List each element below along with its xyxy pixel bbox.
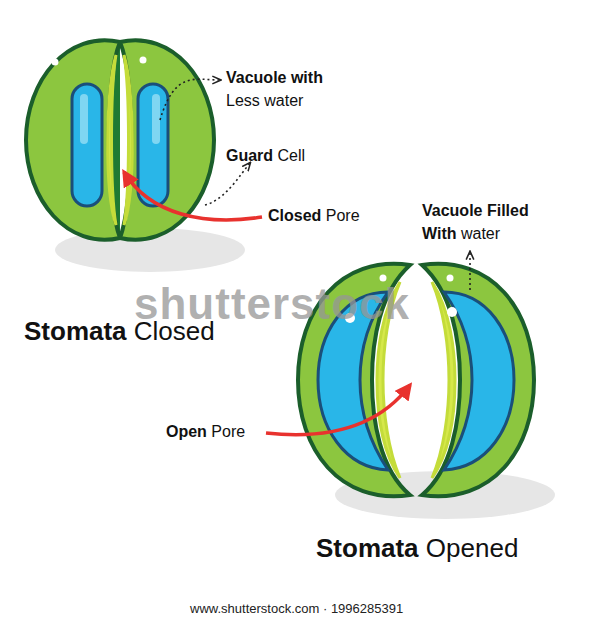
diagram-title: Stomata Opened: [316, 530, 518, 568]
label-word: water: [461, 225, 500, 242]
callout-label: Vacuole with Less water: [226, 66, 323, 112]
label-word: Pore: [211, 423, 245, 440]
label-word: Filled: [487, 202, 529, 219]
watermark: www.shutterstock.com · 1996285391: [190, 600, 403, 619]
cell-wall-highlight: [124, 55, 132, 225]
leader-line: [160, 79, 220, 120]
label-word: shutterstock: [134, 279, 410, 328]
vacuole: [72, 84, 102, 206]
highlight-dot: [447, 307, 457, 317]
pointer-arrow: [124, 172, 262, 220]
leader-line: [205, 163, 250, 205]
label-word: Guard: [226, 147, 278, 164]
label-word: Cell: [278, 147, 306, 164]
callout-label: Open Pore: [166, 420, 245, 443]
watermark: shutterstock: [134, 272, 410, 336]
label-word: Opened: [426, 533, 519, 563]
closed-stoma: [26, 40, 214, 240]
callout-label: Vacuole Filled With water: [422, 199, 529, 245]
label-word: with: [291, 69, 323, 86]
guard-cell: [422, 264, 534, 496]
label-word: Vacuole: [422, 202, 487, 219]
label-word: Pore: [326, 207, 360, 224]
callout-label: Closed Pore: [268, 204, 360, 227]
guard-cell: [26, 40, 120, 240]
label-word: water: [264, 92, 303, 109]
highlight-dot: [447, 275, 454, 282]
vacuole: [138, 84, 168, 206]
callout-label: Guard Cell: [226, 144, 305, 167]
vacuole-highlight: [152, 94, 160, 144]
label-word: www.shutterstock.com: [190, 601, 323, 616]
guard-cell-body: [26, 40, 120, 240]
label-word: Closed: [268, 207, 326, 224]
cell-wall-highlight: [108, 55, 116, 225]
pointer-arrow: [266, 385, 410, 435]
label-word: Open: [166, 423, 211, 440]
label-word: 1996285391: [331, 601, 403, 616]
label-word: With: [422, 225, 461, 242]
label-word: Stomata: [316, 533, 426, 563]
highlight-dot: [52, 59, 59, 66]
highlight-dot: [140, 57, 147, 64]
label-word: Less: [226, 92, 264, 109]
vacuole-highlight: [80, 94, 88, 144]
leader-line: [469, 252, 471, 290]
label-word: ·: [323, 601, 331, 616]
guard-cell-body: [422, 264, 534, 496]
label-word: Vacuole: [226, 69, 291, 86]
vacuole: [444, 292, 514, 470]
label-word: Stomata: [24, 316, 134, 346]
